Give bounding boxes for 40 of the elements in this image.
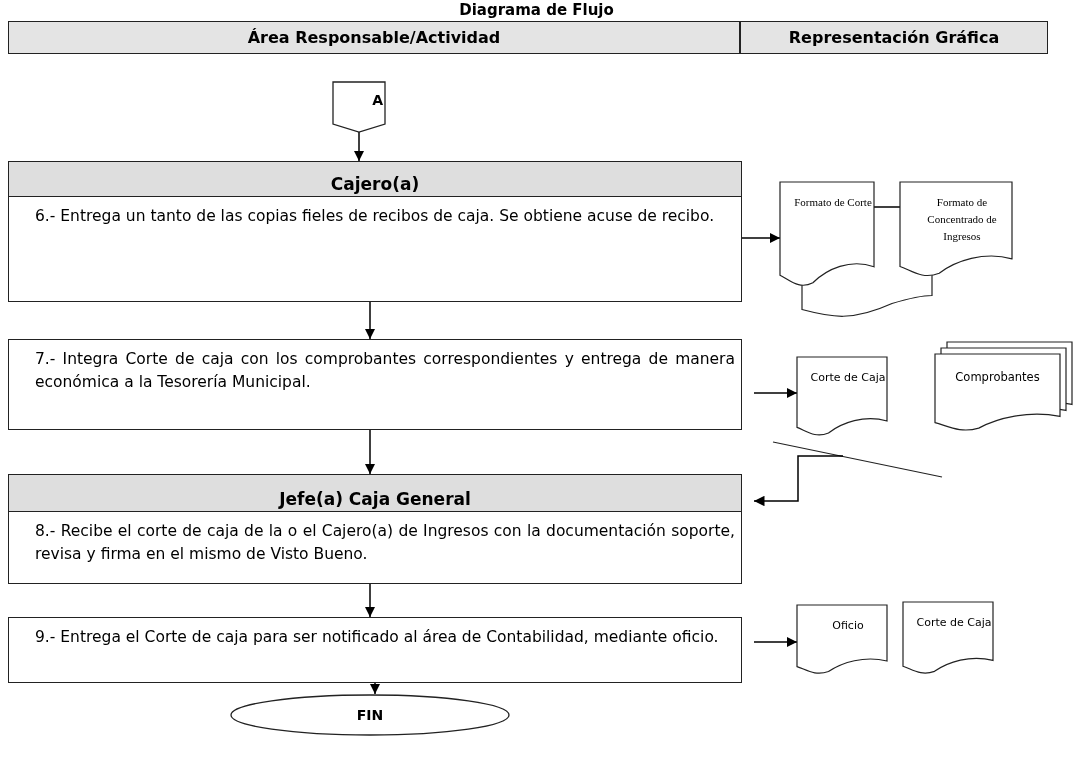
terminator-ellipse [230, 694, 510, 736]
header-text: Representación Gráfica [788, 28, 1000, 47]
step-text: 8.- Recibe el corte de caja de la o el Cajero(a) de Ingresos con la documentación soporte, revisa y firma en el mismo de Visto Bueno. [35, 521, 735, 566]
arrow [364, 301, 376, 340]
multiple-documents-shape [935, 342, 1072, 432]
column-header [740, 21, 1048, 54]
step-text: 9.- Entrega el Corte de caja para ser notificado al área de Contabilidad, mediante oficio. [35, 627, 720, 648]
document-label: Formato de Corte [793, 195, 873, 210]
document-shape [900, 182, 1012, 278]
arrow [353, 131, 365, 162]
document-label: Corte de Caja [916, 615, 992, 631]
role-heading: Cajero(a) [9, 162, 741, 197]
document-label: Oficio [831, 618, 865, 634]
process-box [8, 617, 742, 683]
document-shape [780, 182, 874, 288]
column-header [8, 21, 740, 54]
terminator-label: FIN [355, 707, 385, 723]
process-box [8, 339, 742, 430]
connector-letter: A [372, 92, 383, 108]
arrow [753, 636, 798, 648]
document-shape [903, 602, 993, 675]
document-label: Comprobantes [954, 370, 1041, 384]
step-text: 6.- Entrega un tanto de las copias fieles de recibos de caja. Se obtiene acuse de recibo. [35, 206, 716, 227]
document-label: Corte de Caja [810, 370, 886, 386]
process-box [8, 474, 742, 584]
arrow [364, 583, 376, 618]
role-heading: Jefe(a) Caja General [9, 475, 741, 512]
arrow [364, 429, 376, 475]
arrow [753, 387, 798, 399]
document-label: Formato de Concentrado de Ingresos [926, 195, 998, 245]
diagram-title: Diagrama de Flujo [458, 1, 615, 19]
arrow [753, 455, 844, 507]
document-shape [797, 357, 887, 437]
arrow [741, 232, 781, 244]
document-shape [797, 605, 887, 675]
arrow [369, 682, 381, 695]
step-text: 7.- Integra Corte de caja con los comprobantes correspondientes y entrega de manera económica a la Tesorería Municipal. [35, 349, 735, 394]
header-text: Área Responsable/Actividad [247, 28, 501, 47]
process-box [8, 161, 742, 302]
off-page-connector [333, 82, 385, 136]
